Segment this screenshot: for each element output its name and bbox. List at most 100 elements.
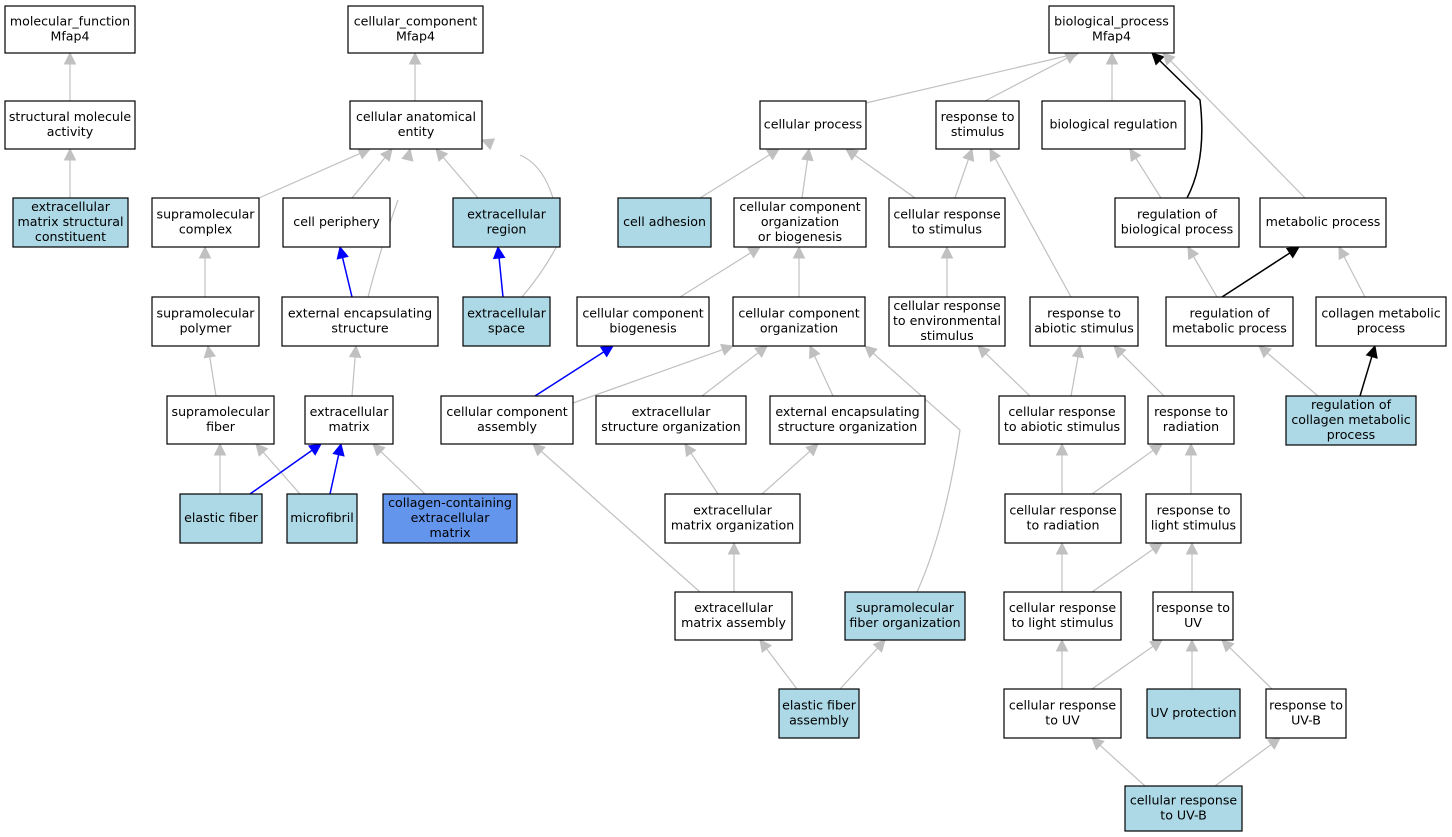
edge-smc-to-cae <box>258 147 372 199</box>
term-node-cper[interactable]: cell periphery <box>282 197 391 248</box>
term-box <box>844 591 966 641</box>
term-label-line: matrix <box>328 419 370 434</box>
term-node-breg[interactable]: biological regulation <box>1041 100 1186 150</box>
edge-uvp-to-rtuv <box>1185 638 1199 689</box>
term-box <box>1259 197 1387 248</box>
term-label-line: biological process <box>1121 222 1233 237</box>
arrowhead-icon <box>198 245 212 259</box>
term-label-line: matrix organization <box>671 518 794 533</box>
term-node-cadh[interactable]: cell adhesion <box>617 197 712 248</box>
term-label-line: cellular component <box>739 199 860 214</box>
arrowhead-icon <box>1365 344 1378 359</box>
term-label-line: cellular component <box>738 306 859 321</box>
edge-ema-to-emo <box>727 541 741 592</box>
term-label-line: supramolecular <box>856 600 955 615</box>
term-box <box>1114 197 1240 248</box>
term-label-line: cellular response <box>1009 503 1117 518</box>
edge-line <box>540 450 701 593</box>
edge-cp-to-bp <box>865 49 1081 104</box>
edge-sfo-to-cco <box>864 345 961 593</box>
arrowhead-icon <box>480 138 496 151</box>
term-label-line: extracellular <box>693 503 773 518</box>
arrowhead-icon <box>1185 638 1199 652</box>
edge-line <box>1169 59 1306 199</box>
arrowhead-icon <box>940 245 954 259</box>
edge-cper-to-cae <box>351 148 393 199</box>
term-label-line: biological regulation <box>1049 117 1177 132</box>
term-node-mfib[interactable]: microfibril <box>286 493 358 544</box>
term-node-cp[interactable]: cellular process <box>759 100 867 150</box>
term-node-mp[interactable]: metabolic process <box>1259 197 1387 248</box>
term-label-line: structure organization <box>601 419 740 434</box>
edge-crtas-to-rtas <box>1070 344 1085 397</box>
term-label-line: assembly <box>789 713 849 728</box>
term-label-line: response to <box>1047 306 1121 321</box>
edge-mfib-to-ecm <box>329 442 345 495</box>
term-label-line: to UV-B <box>1160 808 1206 823</box>
edge-line <box>1158 59 1203 199</box>
term-label-line: regulation of <box>1311 397 1392 412</box>
term-label-line: cellular component <box>446 404 567 419</box>
term-node-uvp[interactable]: UV protection <box>1146 688 1241 739</box>
term-label-line: matrix <box>429 525 471 540</box>
term-label-line: regulation of <box>1189 306 1270 321</box>
term-box <box>1265 688 1347 739</box>
arrowhead-icon <box>809 344 821 360</box>
term-label-line: light stimulus <box>1151 518 1236 533</box>
edge-line <box>1091 645 1155 690</box>
arrowhead-icon <box>1091 737 1105 751</box>
edge-crtuv-to-rtuv <box>1091 639 1163 690</box>
edge-line <box>498 256 504 298</box>
term-box <box>1165 296 1294 347</box>
edge-emsc-to-sma <box>63 147 77 198</box>
term-label-line: matrix structural <box>18 214 124 229</box>
edge-crtls-to-crtr <box>1055 541 1069 592</box>
term-label-line: process <box>1327 427 1375 442</box>
edge-line <box>249 449 314 495</box>
term-node-ef[interactable]: elastic fiber <box>179 493 263 544</box>
term-label-line: biological_process <box>1054 14 1169 29</box>
